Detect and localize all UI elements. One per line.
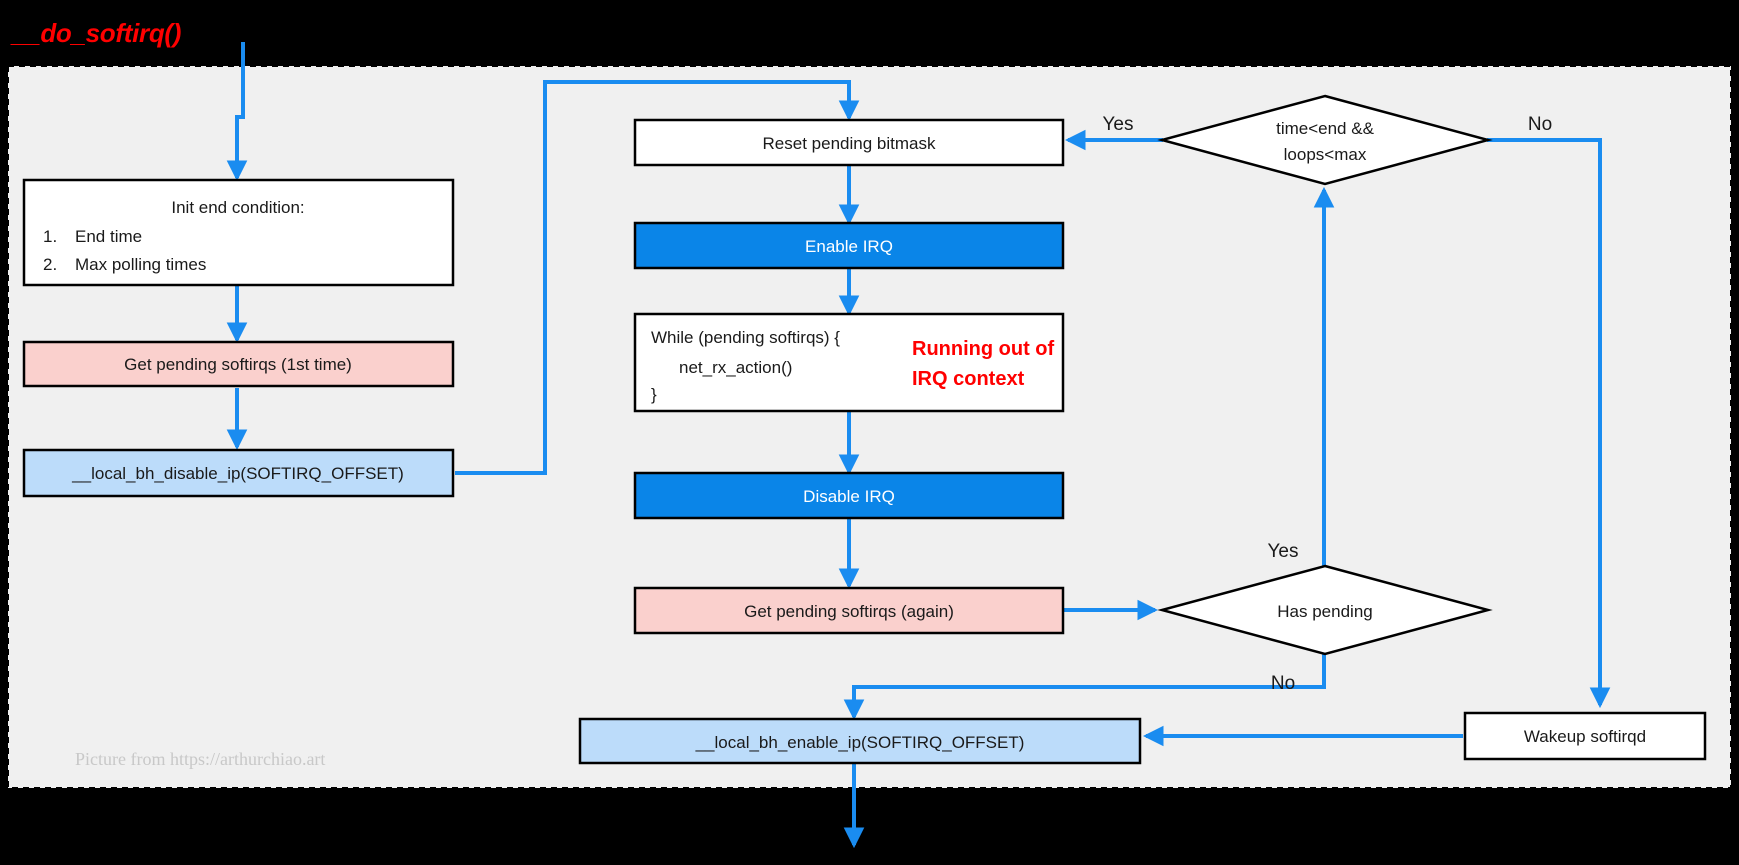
node-init-end-condition[interactable]: Init end condition: 1. End time 2. Max p…	[22, 178, 455, 287]
edge-label-pending-yes: Yes	[1268, 541, 1299, 562]
init-end-condition-item2-number: 2.	[43, 255, 57, 274]
decision-time-line2: loops<max	[1284, 145, 1367, 164]
get-pending-softirqs-first-label: Get pending softirqs (1st time)	[124, 355, 352, 374]
reset-pending-bitmask-label: Reset pending bitmask	[763, 134, 936, 153]
node-local-bh-enable-ip[interactable]: __local_bh_enable_ip(SOFTIRQ_OFFSET)	[578, 717, 1142, 765]
node-reset-pending-bitmask[interactable]: Reset pending bitmask	[633, 118, 1065, 167]
local-bh-disable-ip-label: __local_bh_disable_ip(SOFTIRQ_OFFSET)	[71, 464, 404, 483]
node-local-bh-disable-ip[interactable]: __local_bh_disable_ip(SOFTIRQ_OFFSET)	[22, 448, 455, 498]
while-loop-line3: }	[651, 385, 657, 404]
edge-label-time-no: No	[1528, 114, 1552, 135]
edge-label-pending-no: No	[1271, 673, 1295, 694]
watermark-text: Picture from https://arthurchiao.art	[75, 749, 325, 769]
node-while-pending-softirqs[interactable]: While (pending softirqs) { net_rx_action…	[633, 312, 1065, 413]
init-end-condition-item1-number: 1.	[43, 227, 57, 246]
decision-has-pending-label: Has pending	[1277, 602, 1372, 621]
edge-haspending-no-to-bhenable	[843, 653, 1326, 721]
node-enable-irq[interactable]: Enable IRQ	[633, 221, 1065, 270]
dashed-container	[7, 65, 1732, 789]
page-title: __do_softirq()	[12, 18, 182, 48]
node-get-pending-softirqs-first[interactable]: Get pending softirqs (1st time)	[22, 340, 455, 388]
decision-has-pending[interactable]: Has pending	[1157, 564, 1493, 656]
annotation-running-out-of-irq-context: Running out of IRQ context	[912, 338, 1055, 390]
edge-entry-to-init	[226, 42, 248, 182]
node-get-pending-softirqs-again[interactable]: Get pending softirqs (again)	[633, 586, 1065, 635]
decision-time-end-loops-max[interactable]: time<end && loops<max	[1157, 94, 1493, 186]
local-bh-enable-ip-label: __local_bh_enable_ip(SOFTIRQ_OFFSET)	[695, 733, 1025, 752]
get-pending-softirqs-again-label: Get pending softirqs (again)	[744, 602, 954, 621]
edge-bhdisable-to-reset	[455, 80, 860, 475]
running-out-line1: Running out of	[912, 338, 1055, 360]
node-wakeup-softirqd[interactable]: Wakeup softirqd	[1463, 711, 1707, 761]
node-disable-irq[interactable]: Disable IRQ	[633, 471, 1065, 520]
init-end-condition-title: Init end condition:	[171, 198, 304, 217]
init-end-condition-item1: End time	[75, 227, 142, 246]
disable-irq-label: Disable IRQ	[803, 487, 895, 506]
wakeup-softirqd-label: Wakeup softirqd	[1524, 727, 1646, 746]
init-end-condition-item2: Max polling times	[75, 255, 206, 274]
running-out-line2: IRQ context	[912, 368, 1025, 390]
edge-timecheck-no-to-wakeup	[1487, 138, 1611, 709]
while-loop-line1: While (pending softirqs) {	[651, 328, 840, 347]
while-loop-line2: net_rx_action()	[679, 358, 792, 377]
enable-irq-label: Enable IRQ	[805, 237, 893, 256]
decision-time-line1: time<end &&	[1276, 119, 1374, 138]
edge-label-time-yes: Yes	[1103, 114, 1134, 135]
